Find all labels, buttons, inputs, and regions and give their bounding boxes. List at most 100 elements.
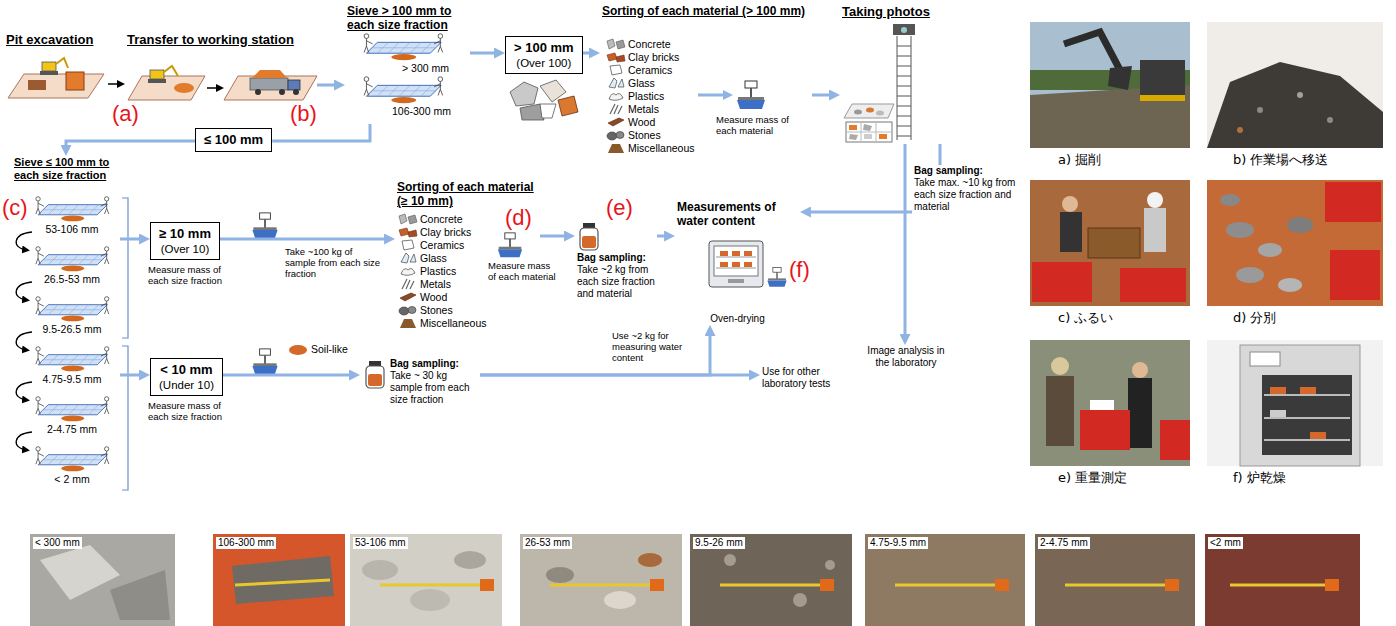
step-note: Measure mass of each size fraction	[148, 400, 240, 422]
size-label: 26.5-53 mm	[22, 273, 122, 285]
photo	[1030, 180, 1190, 306]
photo	[1051, 357, 1069, 375]
node-heading: Sieve ≤ 100 mm to each size fraction	[14, 156, 118, 182]
sieve-icon	[36, 297, 109, 322]
photo	[1108, 66, 1132, 90]
photo	[1128, 378, 1152, 448]
node-heading: Pit excavation	[6, 32, 106, 47]
photo	[1147, 192, 1163, 208]
material-icons	[610, 104, 622, 114]
tape-measure	[895, 584, 995, 587]
tape-measure	[1325, 579, 1339, 591]
material-icons	[399, 214, 417, 224]
step-note: Take ~100 kg of sample from each size fr…	[285, 246, 385, 279]
tape-measure	[1065, 584, 1165, 587]
material-icons	[400, 319, 416, 328]
tape-measure	[1230, 584, 1325, 587]
loop-arrow	[16, 232, 32, 450]
size-label: 106-300 mm	[392, 105, 451, 117]
material-name: Wood	[420, 291, 447, 303]
tape-measure	[550, 584, 650, 587]
transfer-illustration	[164, 66, 178, 76]
size-label: > 300 mm	[402, 62, 449, 74]
photo	[410, 589, 450, 611]
scale-icon	[767, 267, 786, 286]
material-name: Wood	[628, 116, 655, 128]
photo	[1325, 182, 1381, 222]
flow-arrow	[812, 94, 834, 97]
node-heading: > 100 mm	[514, 40, 574, 56]
callout-letter: (b)	[290, 102, 317, 126]
pit-illustration	[8, 58, 104, 98]
material-name: Miscellaneous	[420, 317, 487, 329]
photo	[1327, 117, 1333, 123]
tape-measure	[650, 579, 664, 591]
photo	[1270, 387, 1286, 394]
photo	[213, 534, 345, 626]
photo	[1160, 420, 1190, 460]
photo	[1287, 217, 1313, 233]
node-heading: Bag sampling:	[914, 165, 1018, 177]
photo	[520, 534, 682, 626]
material-icons	[608, 118, 624, 126]
loop-arrow	[16, 332, 32, 350]
photo	[1205, 534, 1360, 626]
material-icons	[607, 53, 625, 62]
tape-measure	[480, 579, 494, 591]
pit-illustration	[42, 62, 56, 71]
oven-icon	[709, 241, 763, 287]
photo-caption: c) ふるい	[1058, 310, 1113, 326]
sieve-icon	[36, 447, 109, 472]
flow-arrow	[66, 141, 195, 150]
node-heading: Sieve > 100 mm to each size fraction	[347, 4, 468, 32]
tape-measure	[820, 579, 834, 591]
loop-arrow	[16, 282, 32, 300]
size-box: ≤ 100 mm	[195, 128, 272, 152]
edge-label: Use ~2 kg for measuring water content	[612, 330, 702, 363]
material-icons	[401, 253, 416, 263]
sieve-icon	[36, 247, 109, 272]
photo	[604, 591, 636, 609]
photo-size-label: 106-300 mm	[216, 537, 276, 549]
photo	[1030, 180, 1190, 306]
material-name: Clay bricks	[420, 226, 471, 238]
flow-arrow	[223, 374, 354, 377]
photo	[1140, 60, 1185, 100]
photo	[30, 534, 1360, 626]
node-heading: Bag sampling:	[390, 358, 478, 370]
photo	[1330, 250, 1380, 300]
scale-icon	[737, 81, 765, 109]
material-icons	[400, 293, 416, 301]
photo	[1207, 62, 1383, 148]
photo-tower	[854, 110, 862, 115]
flow-arrow	[120, 238, 144, 241]
loop-arrow	[16, 232, 32, 250]
size-label: < 2 mm	[22, 473, 122, 485]
material-icons	[399, 228, 417, 237]
jar-icon	[366, 361, 384, 388]
node-text: Take ~2 kg from each size fraction and m…	[577, 264, 655, 300]
node-text: Oven-drying	[677, 313, 798, 325]
pit-illustration	[8, 74, 104, 98]
scale-icon	[252, 213, 277, 238]
photo	[1140, 95, 1185, 101]
photo-caption: d) 分別	[1233, 310, 1276, 326]
photo-size-label: <2 mm	[1208, 537, 1243, 549]
pit-illustration	[56, 58, 68, 68]
sieve-icon	[364, 34, 443, 60]
photo	[793, 593, 807, 607]
photo-tower	[849, 134, 858, 140]
photo-caption: f) 炉乾燥	[1233, 470, 1286, 486]
node-heading: Sorting of each material (> 100 mm)	[602, 4, 810, 18]
tape-measure	[1165, 579, 1179, 591]
flow-arrow	[272, 124, 370, 141]
process-step: Bag sampling:Take ~2 kg from each size f…	[575, 222, 657, 302]
photo	[1080, 410, 1130, 450]
photo	[1035, 534, 1195, 626]
photo-tower	[844, 24, 915, 142]
size-box: > 100 mm(Over 100)	[505, 36, 583, 74]
callout-letter: (a)	[112, 102, 139, 126]
photo	[1032, 262, 1092, 302]
rocks-illustration	[540, 104, 556, 118]
